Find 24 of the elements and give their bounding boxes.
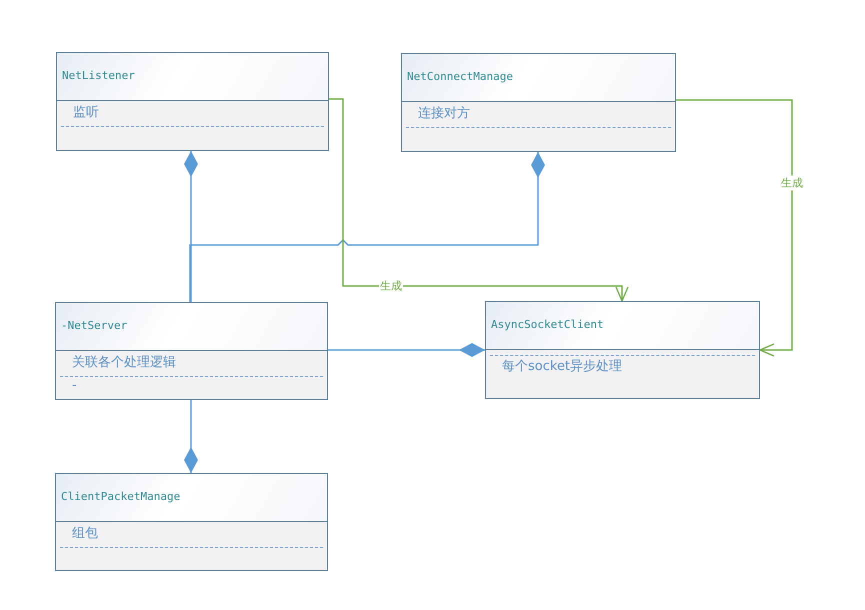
class-name: AsyncSocketClient <box>491 318 604 330</box>
class-member: 连接对方 <box>418 105 470 122</box>
class-name: ClientPacketManage <box>61 490 180 502</box>
class-box <box>485 301 760 399</box>
composition-connector <box>184 400 198 473</box>
class-member: 每个socket异步处理 <box>502 358 622 375</box>
class-box <box>401 53 676 152</box>
class-member: - <box>72 378 77 393</box>
class-name: NetConnectManage <box>407 70 513 82</box>
class-name: NetListener <box>62 68 135 82</box>
class-member: 组包 <box>72 525 98 542</box>
class-box <box>56 52 329 151</box>
composition-connector <box>328 343 485 357</box>
class-member: 监听 <box>73 104 99 121</box>
class-member: 关联各个处理逻辑 <box>72 354 176 371</box>
composition-connector <box>184 151 198 302</box>
class-name: -NetServer <box>61 318 128 332</box>
class-box <box>55 473 328 571</box>
edge-label: 生成 <box>780 176 804 190</box>
composition-connector <box>189 152 545 302</box>
arrow <box>676 99 793 357</box>
arrow <box>329 98 629 302</box>
class-box <box>55 302 328 400</box>
edge-label: 生成 <box>379 278 403 294</box>
